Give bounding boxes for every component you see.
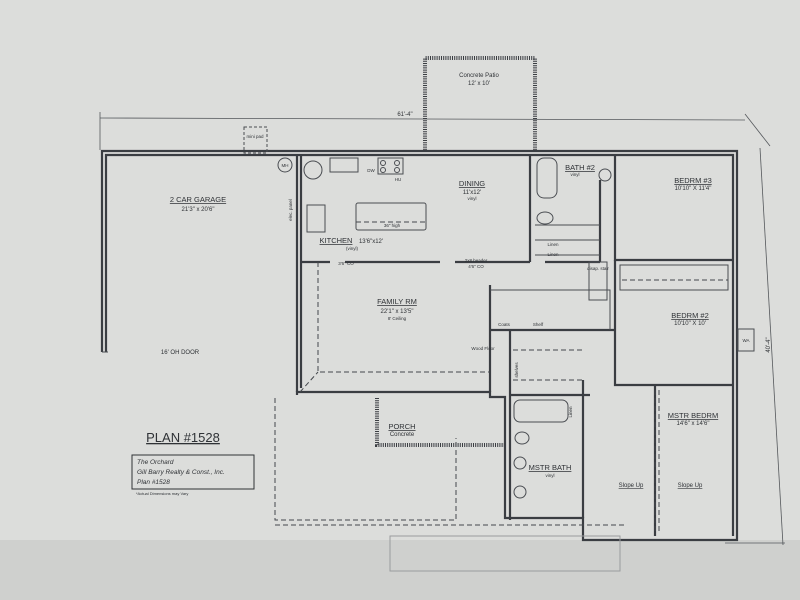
dining-floor: vinyl bbox=[467, 196, 476, 201]
paper-shadow bbox=[0, 540, 800, 600]
porch-floor: Concrete bbox=[390, 432, 415, 438]
elec-panel-note: elec. panel bbox=[288, 199, 293, 221]
mini-pad-note: mini pad bbox=[246, 134, 264, 139]
kitchen-sink bbox=[329, 157, 359, 173]
dining-label: DINING bbox=[459, 179, 485, 188]
linen-note-3: Linen bbox=[568, 406, 573, 418]
coats-note: Coats bbox=[498, 322, 511, 327]
plan-title: PLAN #1528 bbox=[146, 430, 220, 445]
kitchen-floor: (vinyl) bbox=[346, 246, 359, 251]
opening-note-2: 4'6" CO bbox=[468, 264, 484, 269]
linen-note-1: Linen bbox=[547, 242, 559, 247]
family-size: 22'1" x 13'5" bbox=[381, 309, 414, 315]
disappearing-stair bbox=[588, 261, 608, 301]
bedrm2-label: BEDRM #2 bbox=[671, 311, 709, 320]
opening-note-1: 3'6" CO bbox=[338, 261, 354, 266]
title-block-line3: Plan #1528 bbox=[137, 479, 170, 486]
room-labels: 2 CAR GARAGE 21'3" x 20'6" 16' OH DOOR K… bbox=[161, 163, 718, 489]
bedrm2-size: 10'10" X 10' bbox=[674, 321, 706, 327]
garage-door-label: 16' OH DOOR bbox=[161, 350, 200, 356]
linen-note-2: Linen bbox=[547, 252, 559, 257]
sink-master-2 bbox=[513, 485, 527, 499]
porch: PORCH Concrete bbox=[375, 398, 505, 447]
mini-pad bbox=[243, 126, 268, 154]
wa-note: WA bbox=[742, 338, 749, 343]
sink-master-1 bbox=[513, 456, 527, 470]
bath2-label: BATH #2 bbox=[565, 163, 595, 172]
bathtub-bath2 bbox=[536, 157, 558, 199]
dw-note: DW bbox=[367, 168, 375, 173]
overall-depth: 40'-4" bbox=[766, 337, 772, 352]
family-ceiling: 8' Ceiling bbox=[388, 316, 407, 321]
mstr-bath-label: MSTR BATH bbox=[529, 463, 572, 472]
wa-box bbox=[737, 328, 755, 352]
dining-size: 11'x12' bbox=[463, 190, 481, 196]
title-block-line2: Gill Barry Realty & Const., Inc. bbox=[137, 469, 225, 476]
exterior-walls bbox=[100, 149, 739, 542]
annotations: 36" high 3'6" CO 2x8 header 4'6" CO elec… bbox=[246, 134, 749, 418]
lazy-susan bbox=[303, 160, 323, 180]
kitchen-island bbox=[355, 202, 427, 231]
mh-circle bbox=[277, 157, 293, 173]
patio-size: 12' x 10' bbox=[468, 81, 490, 87]
bathtub-master bbox=[513, 399, 569, 423]
disap-stair-note: disap. stair bbox=[587, 266, 609, 271]
title-block: PLAN #1528 The Orchard Gill Barry Realty… bbox=[131, 430, 255, 496]
mstr-bedrm-label: MSTR BEDRM bbox=[668, 411, 718, 420]
toilet-bath2 bbox=[536, 211, 554, 225]
shelf-note: Shelf bbox=[533, 322, 544, 327]
mstr-bath-floor: vinyl bbox=[545, 473, 554, 478]
kitchen-label: KITCHEN bbox=[320, 236, 353, 245]
overall-width: 61'-4" bbox=[397, 112, 412, 118]
bedrm3-label: BEDRM #3 bbox=[674, 176, 712, 185]
garage-label: 2 CAR GARAGE bbox=[170, 195, 226, 204]
toilet-master bbox=[514, 431, 530, 445]
lavatory-bath2 bbox=[598, 168, 612, 182]
dimension-lines: 61'-4" 40'-4" bbox=[99, 112, 785, 546]
range bbox=[377, 157, 404, 175]
family-label: FAMILY RM bbox=[377, 297, 417, 306]
concrete-patio: Concrete Patio 12' x 10' bbox=[423, 56, 537, 152]
title-block-line1: The Orchard bbox=[137, 459, 174, 466]
hu-note: HU bbox=[395, 177, 402, 182]
slope-up-right: Slope Up bbox=[678, 483, 703, 489]
shadow-rectangle bbox=[389, 535, 621, 572]
header-note: 2x8 header bbox=[465, 258, 488, 263]
garage-size: 21'3" x 20'6" bbox=[182, 207, 215, 213]
slope-up-left: Slope Up bbox=[619, 483, 644, 489]
porch-label: PORCH bbox=[388, 422, 415, 431]
dashed-lines bbox=[274, 262, 728, 532]
kitchen-size: 13'6"x12' bbox=[359, 239, 383, 245]
mh-note: MH bbox=[282, 163, 289, 168]
wood-floor-note: Wood Floor bbox=[471, 346, 495, 351]
fixtures bbox=[243, 126, 755, 572]
shelves-note: shelves bbox=[514, 362, 519, 378]
refrigerator bbox=[306, 204, 326, 233]
bedrm3-size: 10'10" X 11'4" bbox=[675, 186, 712, 192]
title-block-footnote: *Actual Dimensions may Vary bbox=[136, 491, 188, 496]
mstr-bedrm-size: 14'6" x 14'6" bbox=[677, 421, 710, 427]
patio-label: Concrete Patio bbox=[459, 73, 499, 79]
island-note: 36" high bbox=[384, 223, 401, 228]
bath2-floor: vinyl bbox=[570, 172, 579, 177]
